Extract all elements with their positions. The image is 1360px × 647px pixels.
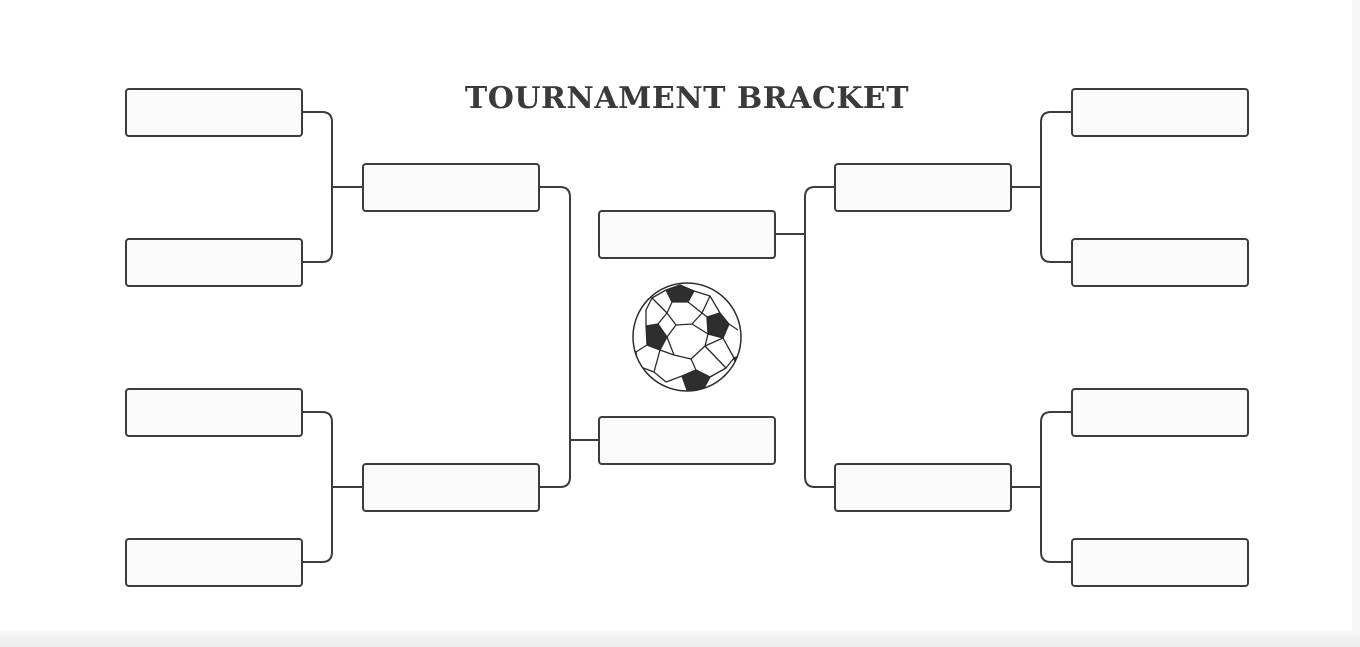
slot-right-r1-3[interactable] [1071, 388, 1249, 437]
page-title: TOURNAMENT BRACKET [464, 81, 910, 116]
slot-right-r1-4[interactable] [1071, 538, 1249, 587]
connector-right-r1-bottom [1040, 411, 1071, 563]
slot-right-r1-2[interactable] [1071, 238, 1249, 287]
page-edge-right [1352, 0, 1360, 647]
slot-final-1[interactable] [598, 210, 776, 259]
slot-left-r1-1[interactable] [125, 88, 303, 137]
connector-left-r1-top [302, 111, 333, 263]
slot-right-r1-1[interactable] [1071, 88, 1249, 137]
slot-final-2[interactable] [598, 416, 776, 465]
slot-right-r2-2[interactable] [834, 463, 1012, 512]
connector-right-r2 [804, 186, 835, 488]
slot-left-r2-1[interactable] [362, 163, 540, 212]
slot-left-r2-2[interactable] [362, 463, 540, 512]
connector-left-r1-bottom [302, 411, 333, 563]
slot-right-r2-1[interactable] [834, 163, 1012, 212]
slot-left-r1-4[interactable] [125, 538, 303, 587]
connector-left-r2 [540, 186, 571, 488]
soccer-ball-icon [632, 282, 742, 392]
page-footer-band [0, 631, 1360, 647]
slot-left-r1-2[interactable] [125, 238, 303, 287]
slot-left-r1-3[interactable] [125, 388, 303, 437]
connector-right-r1-top [1040, 111, 1071, 263]
